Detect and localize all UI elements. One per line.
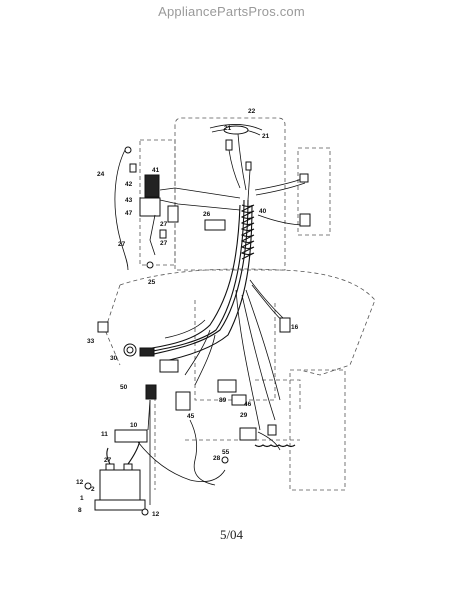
page-footer: 5/04: [219, 527, 244, 542]
callout-label: 12: [76, 479, 84, 486]
callout-label: 28: [213, 455, 221, 462]
callout-label: 46: [244, 401, 252, 408]
callout-label: 27: [160, 221, 168, 228]
callout-label: 30: [110, 355, 118, 362]
coil-harness-40: [240, 204, 255, 260]
callout-label: 55: [222, 449, 230, 456]
dash-harness: [209, 124, 263, 201]
callout-label: 43: [125, 197, 133, 204]
watermark: AppliancePartsPros.com: [158, 4, 305, 19]
callout-label: 50: [120, 384, 128, 391]
callout-label: 2: [91, 486, 95, 493]
callout-labels: 22 21 21 24 41 42 43 47 27 27 27 26 40 2…: [76, 108, 299, 518]
callout-label: 21: [262, 133, 270, 140]
callout-label: 41: [152, 167, 160, 174]
callout-label: 29: [240, 412, 248, 419]
callout-label: 12: [152, 511, 160, 518]
callout-label: 16: [291, 324, 299, 331]
callout-label: 1: [80, 495, 84, 502]
callout-label: 22: [248, 108, 256, 115]
right-harness: [254, 173, 311, 227]
callout-label: 27: [104, 457, 112, 464]
callout-label: 33: [87, 338, 95, 345]
battery-assembly: [84, 400, 226, 516]
lower-right-parts: [189, 419, 296, 486]
callout-label: 8: [78, 507, 82, 514]
callout-label: 24: [97, 171, 105, 178]
callout-label: 11: [101, 431, 108, 438]
callout-label: 21: [224, 125, 232, 132]
callout-label: 89: [219, 397, 227, 404]
callout-label: 26: [203, 211, 211, 218]
callout-label: 47: [125, 210, 133, 217]
callout-label: 25: [148, 279, 156, 286]
main-harness: [147, 199, 289, 431]
lower-left-parts: [97, 317, 291, 431]
callout-label: 27: [160, 240, 168, 247]
callout-label: 10: [130, 422, 138, 429]
left-harness: [114, 146, 241, 271]
callout-label: 40: [259, 208, 267, 215]
callout-label: 27: [118, 241, 126, 248]
callout-label: 45: [187, 413, 195, 420]
callout-label: 42: [125, 181, 133, 188]
